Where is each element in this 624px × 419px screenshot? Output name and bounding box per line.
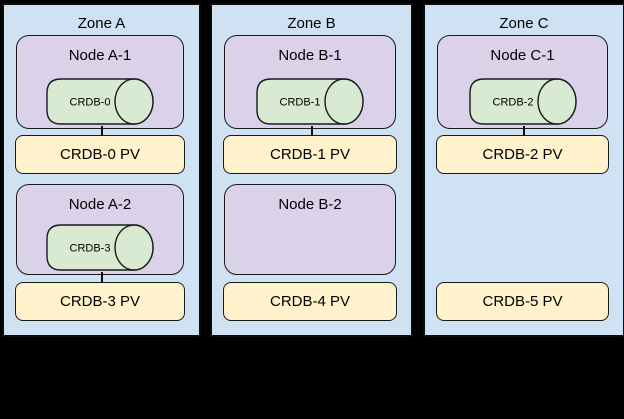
zone-b-title: Zone B (287, 15, 336, 32)
zone-a-title: Zone A (77, 15, 126, 32)
connector-line (523, 126, 525, 136)
crdb-1-label: CRDB-1 (280, 97, 321, 109)
zone-a-container: Zone A Node A-1 CRDB-0 CRDB-0 PV Node A-… (2, 3, 201, 337)
crdb-3-pv-label: CRDB-3 PV (59, 293, 141, 310)
zone-b-container: Zone B Node B-1 CRDB-1 CRDB-1 PV Node B-… (210, 3, 413, 337)
crdb-1-pv-box: CRDB-1 PV (223, 135, 397, 174)
node-a1-title: Node A-1 (68, 47, 132, 64)
crdb-2-pv-box: CRDB-2 PV (436, 135, 609, 174)
connector-line (310, 126, 313, 136)
crdb-3-label: CRDB-3 (70, 243, 111, 255)
crdb-0-pv-box: CRDB-0 PV (15, 135, 185, 174)
node-b1-title: Node B-1 (278, 47, 342, 64)
connector-line (100, 126, 103, 136)
crdb-2-pv-label: CRDB-2 PV (482, 146, 563, 163)
node-a2-box: Node A-2 CRDB-3 (16, 184, 184, 275)
zone-c-title: Zone C (499, 15, 549, 32)
node-a1-box: Node A-1 CRDB-0 (16, 35, 184, 129)
crdb-4-pv-box: CRDB-4 PV (223, 282, 397, 321)
node-a2-title: Node A-2 (68, 196, 132, 213)
node-c1-box: Node C-1 CRDB-2 (437, 35, 608, 129)
crdb-5-pv-box: CRDB-5 PV (436, 282, 609, 321)
crdb-3-cylinder-icon: CRDB-3 (46, 224, 154, 271)
crdb-4-pv-label: CRDB-4 PV (269, 293, 351, 310)
crdb-1-cylinder-icon: CRDB-1 (256, 78, 364, 125)
connector-line (100, 272, 103, 284)
crdb-0-pv-label: CRDB-0 PV (59, 146, 141, 163)
crdb-2-cylinder-icon: CRDB-2 (468, 78, 577, 125)
node-c1-title: Node C-1 (490, 47, 555, 64)
crdb-0-label: CRDB-0 (70, 97, 111, 109)
node-b1-box: Node B-1 CRDB-1 (224, 35, 396, 129)
crdb-0-cylinder-icon: CRDB-0 (46, 78, 154, 125)
crdb-3-pv-box: CRDB-3 PV (15, 282, 185, 321)
node-b2-box: Node B-2 (224, 184, 396, 275)
node-b2-title: Node B-2 (278, 196, 342, 213)
crdb-1-pv-label: CRDB-1 PV (269, 146, 351, 163)
crdb-5-pv-label: CRDB-5 PV (482, 293, 563, 310)
crdb-2-label: CRDB-2 (492, 97, 533, 109)
zone-c-container: Zone C Node C-1 CRDB-2 CRDB-2 PV CRDB-5 … (423, 3, 624, 337)
